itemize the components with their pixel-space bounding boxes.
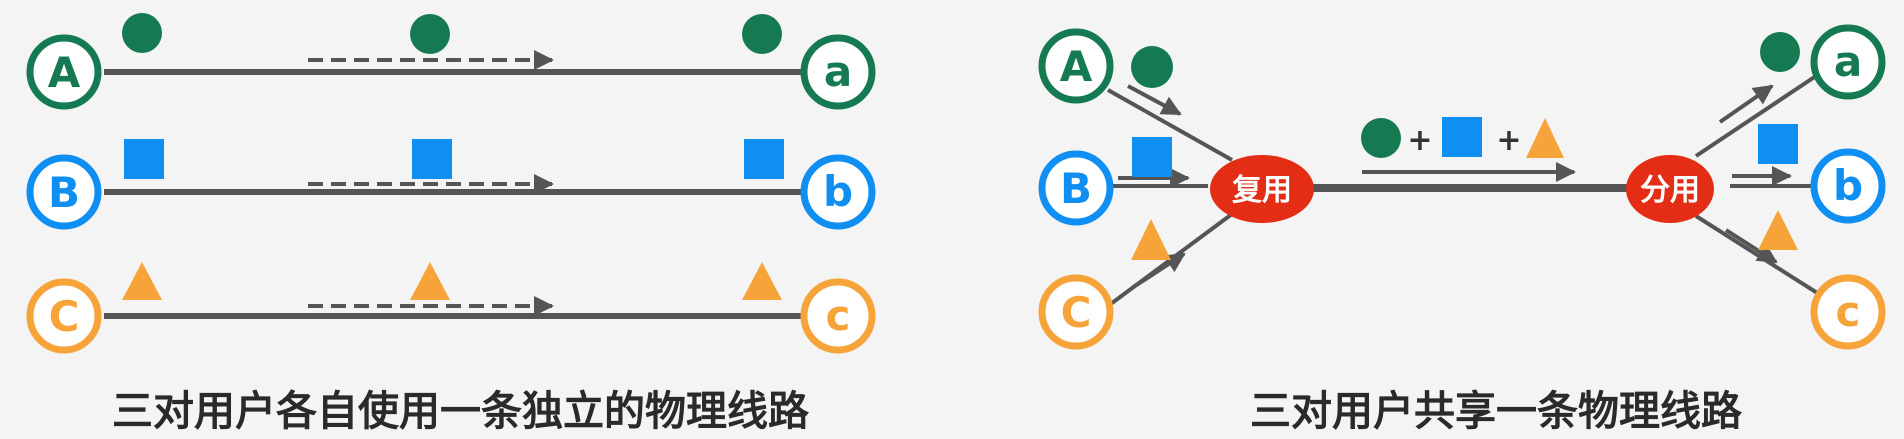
node-dst-c: [800, 278, 876, 354]
demux-link-c: [1694, 214, 1824, 298]
blue-square-icon: [744, 139, 784, 179]
green-circle-icon: [1131, 46, 1173, 88]
orange-triangle-icon: [410, 262, 450, 300]
green-circle-icon: [1361, 118, 1401, 158]
node-dst-c: [1810, 274, 1886, 350]
node-dst-a: [1810, 24, 1886, 100]
node-dst-b-label: b: [1833, 161, 1863, 210]
node-src-c-label: C: [49, 292, 80, 341]
orange-triangle-icon: [1526, 118, 1564, 158]
node-dst-c-label: c: [1836, 287, 1861, 336]
mux-link-a: [1107, 88, 1233, 162]
orange-triangle-icon: [742, 262, 782, 300]
node-src-b: [1038, 150, 1114, 226]
mux-node: 复用: [1210, 155, 1314, 223]
blue-square-icon: [124, 139, 164, 179]
blue-square-icon: [1132, 137, 1172, 177]
blue-square-icon: [1758, 124, 1798, 164]
node-src-b-label: B: [1060, 164, 1092, 213]
left-caption: 三对用户各自使用一条独立的物理线路: [112, 387, 810, 435]
node-dst-c-label: c: [826, 291, 851, 340]
input-arrow-c: [1130, 252, 1186, 290]
left-row-b: B b: [26, 139, 876, 230]
plus-sign: +: [1407, 123, 1432, 158]
node-src-c: [26, 278, 102, 354]
demux-ellipse: [1626, 155, 1714, 223]
blue-square-icon: [1442, 117, 1482, 157]
output-arrow-a: [1718, 84, 1774, 124]
demux-node: 分用: [1626, 155, 1714, 223]
mux-ellipse: [1210, 155, 1314, 223]
right-panel: + + 复用 分用 A B C a b c 三对用户共享一条物理线路: [1038, 24, 1886, 435]
green-circle-icon: [742, 14, 782, 54]
green-circle-icon: [410, 14, 450, 54]
blue-square-icon: [412, 139, 452, 179]
green-circle-icon: [122, 13, 162, 53]
output-arrow-c: [1724, 228, 1778, 264]
mux-label: 复用: [1232, 173, 1292, 208]
right-caption: 三对用户共享一条物理线路: [1250, 387, 1743, 435]
orange-triangle-icon: [1131, 219, 1171, 260]
plus-sign: +: [1496, 123, 1521, 158]
node-src-c: [1038, 274, 1114, 350]
node-dst-b: [800, 154, 876, 230]
orange-triangle-icon: [1758, 210, 1798, 250]
node-src-a: [26, 34, 102, 110]
node-src-b-label: B: [48, 168, 80, 217]
node-dst-a-label: a: [824, 47, 852, 96]
node-src-a: [1038, 28, 1114, 104]
left-row-a: A a: [26, 13, 876, 110]
orange-triangle-icon: [122, 262, 162, 300]
input-arrow-a: [1127, 84, 1182, 116]
node-dst-b: [1810, 148, 1886, 224]
node-dst-a: [800, 34, 876, 110]
green-circle-icon: [1760, 32, 1800, 72]
node-dst-a-label: a: [1834, 37, 1862, 86]
node-dst-b-label: b: [823, 167, 853, 216]
left-row-c: C c: [26, 262, 876, 354]
demux-link-a: [1694, 70, 1824, 158]
node-src-a-label: A: [1060, 42, 1093, 91]
node-src-a-label: A: [48, 48, 81, 97]
demux-label: 分用: [1640, 173, 1700, 208]
node-src-c-label: C: [1061, 288, 1092, 337]
left-panel: A a B b C c 三对用户各自使用一条独: [26, 13, 876, 435]
node-src-b: [26, 154, 102, 230]
